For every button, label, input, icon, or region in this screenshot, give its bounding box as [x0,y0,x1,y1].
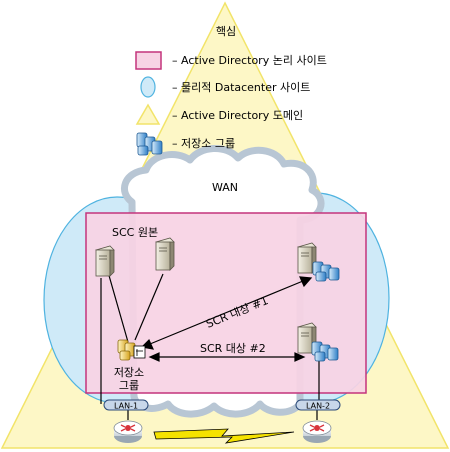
lan-1-badge: LAN-1 [103,399,149,411]
scc-source-label: SCC 원본 [112,226,158,239]
connections [100,271,320,420]
yellow-triangle-icon [135,103,161,125]
scr-target-2-label: SCR 대상 #2 [200,342,266,355]
scr-target-1-storage-icon [312,261,340,282]
link-server1-storage [107,271,129,343]
router-right-icon [302,420,332,443]
router-left-icon [113,420,143,443]
legend-item-datacenter-site: – 물리적 Datacenter 사이트 [172,81,310,94]
lan-2-label: LAN-2 [306,402,330,411]
wan-link-lightning-icon [153,428,295,444]
scr-target-2-server [297,322,317,354]
storage-group-icon [136,132,163,156]
storage-group-label-line2: 그룹 [119,379,139,392]
scr-arrows [140,276,313,362]
lan-1-label: LAN-1 [114,402,138,411]
link-server2-storage [134,273,164,341]
lan-2-badge: LAN-2 [295,399,341,411]
scc-server-2 [155,237,175,271]
scc-server-1 [95,245,115,277]
pink-rectangle-icon [135,51,162,70]
source-storage-group-icon [117,339,146,361]
legend-item-storage-group: – 저장소 그룹 [172,137,235,150]
scr-target-2-storage-icon [311,341,339,362]
core-label: 핵심 [216,25,236,38]
blue-ellipse-icon [140,76,156,98]
legend [135,51,163,156]
wan-label: WAN [212,181,238,194]
legend-item-ad-domain: – Active Directory 도메인 [172,109,303,122]
legend-item-logical-site: – Active Directory 논리 사이트 [172,54,327,67]
storage-group-label-line1: 저장소 [114,366,144,379]
